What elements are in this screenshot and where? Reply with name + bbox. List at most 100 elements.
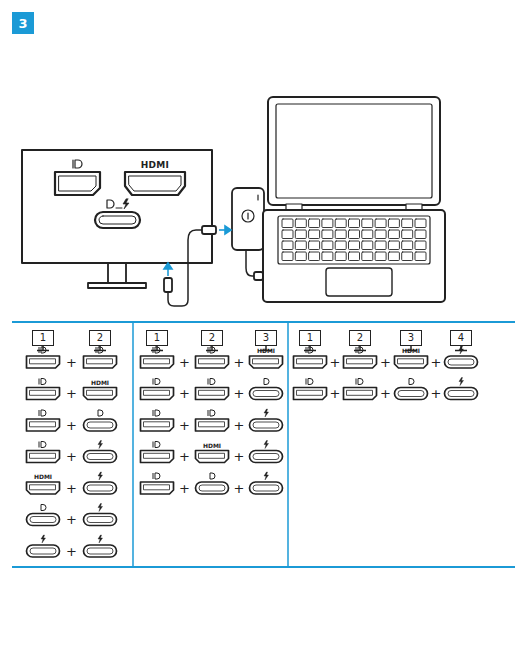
key (282, 219, 293, 228)
displayport-icon (306, 379, 313, 385)
monitor-icon: 2 (201, 330, 223, 346)
usb-c-port (84, 451, 117, 463)
plus-sign: + (66, 419, 77, 432)
connect-arrow-head (164, 263, 172, 269)
usb-c-port (95, 212, 140, 228)
displayport-icon (107, 200, 114, 208)
displayport-port-inner (59, 176, 96, 191)
usb-c-port (27, 545, 60, 557)
displayport-icon (210, 473, 215, 479)
plus-sign: + (179, 450, 190, 463)
port-inner (30, 485, 56, 490)
key (349, 252, 360, 261)
table-rule (12, 321, 515, 323)
monitor-icon: 1 (32, 330, 54, 346)
usb-c-port (250, 451, 283, 463)
usb-c-port (445, 356, 478, 368)
displayport-icon (264, 379, 269, 385)
usb-c-port (250, 419, 283, 431)
plus-sign: + (234, 482, 245, 495)
plus-sign: + (431, 387, 442, 400)
usb-c-port-inner (87, 422, 113, 428)
plus-sign: + (431, 356, 442, 369)
thunderbolt-icon (98, 504, 103, 512)
key (375, 230, 386, 239)
port-inner (30, 422, 56, 427)
monitor (22, 150, 212, 263)
thunderbolt-icon (264, 409, 269, 417)
dock-button-mark (247, 213, 248, 219)
key (295, 230, 306, 239)
thunderbolt-icon (98, 472, 103, 480)
plus-sign: + (179, 419, 190, 432)
hdmi-port (125, 172, 185, 195)
key (349, 219, 360, 228)
port-inner (144, 453, 170, 458)
usb-c-port-inner (253, 454, 279, 460)
dock (232, 188, 264, 250)
key (309, 219, 320, 228)
displayport-port (344, 356, 377, 368)
thunderbolt-icon (41, 535, 46, 543)
port-label: HDMI (203, 443, 221, 449)
usb-c-port (250, 388, 283, 400)
node-text: 2 (97, 333, 103, 343)
usb-c-port-inner (87, 454, 113, 460)
displayport-port (196, 419, 229, 431)
displayport-icon (41, 505, 46, 511)
usb-c-plug (202, 226, 216, 234)
key (362, 241, 373, 250)
key (282, 241, 293, 250)
table-divider (287, 322, 289, 567)
node-text: 2 (209, 333, 215, 343)
displayport-icon (98, 410, 103, 416)
port-inner (87, 359, 113, 364)
usb-c-port-inner (99, 216, 136, 224)
key (335, 252, 346, 261)
key (388, 252, 399, 261)
displayport-port (84, 356, 117, 368)
key (322, 241, 333, 250)
hdmi-port (395, 356, 428, 368)
displayport-icon (153, 379, 160, 385)
key (295, 241, 306, 250)
displayport-icon (356, 347, 363, 353)
key (349, 241, 360, 250)
displayport-icon (39, 347, 46, 353)
key (388, 230, 399, 239)
usb-c-port-inner (253, 485, 279, 491)
plus-sign: + (66, 482, 77, 495)
keyboard-keys (282, 219, 426, 261)
displayport-port (27, 419, 60, 431)
key (282, 230, 293, 239)
dock-led (257, 195, 258, 200)
plus-sign: + (66, 513, 77, 526)
key (309, 241, 320, 250)
monitor-icon: 3 (400, 330, 422, 346)
key (335, 219, 346, 228)
key (402, 230, 413, 239)
displayport-port (27, 356, 60, 368)
displayport-icon (208, 410, 215, 416)
displayport-port (141, 451, 174, 463)
displayport-icon (39, 379, 46, 385)
key (402, 241, 413, 250)
displayport-icon (208, 379, 215, 385)
displayport-port (141, 419, 174, 431)
monitor-icon: 1 (299, 330, 321, 346)
monitor-stand (108, 263, 126, 283)
key (322, 219, 333, 228)
step-number-badge: 3 (12, 12, 34, 34)
port-label: HDMI (141, 161, 170, 170)
usb-c-port-inner (253, 391, 279, 397)
laptop-lid (268, 97, 440, 205)
usb-c-port-inner (398, 391, 424, 397)
connect-arrow-head (225, 226, 231, 234)
key (375, 219, 386, 228)
plus-sign: + (234, 419, 245, 432)
displayport-port (141, 356, 174, 368)
thunderbolt-icon (98, 535, 103, 543)
port-inner (398, 359, 424, 364)
port-inner (87, 390, 113, 395)
hdmi-port (250, 356, 283, 368)
